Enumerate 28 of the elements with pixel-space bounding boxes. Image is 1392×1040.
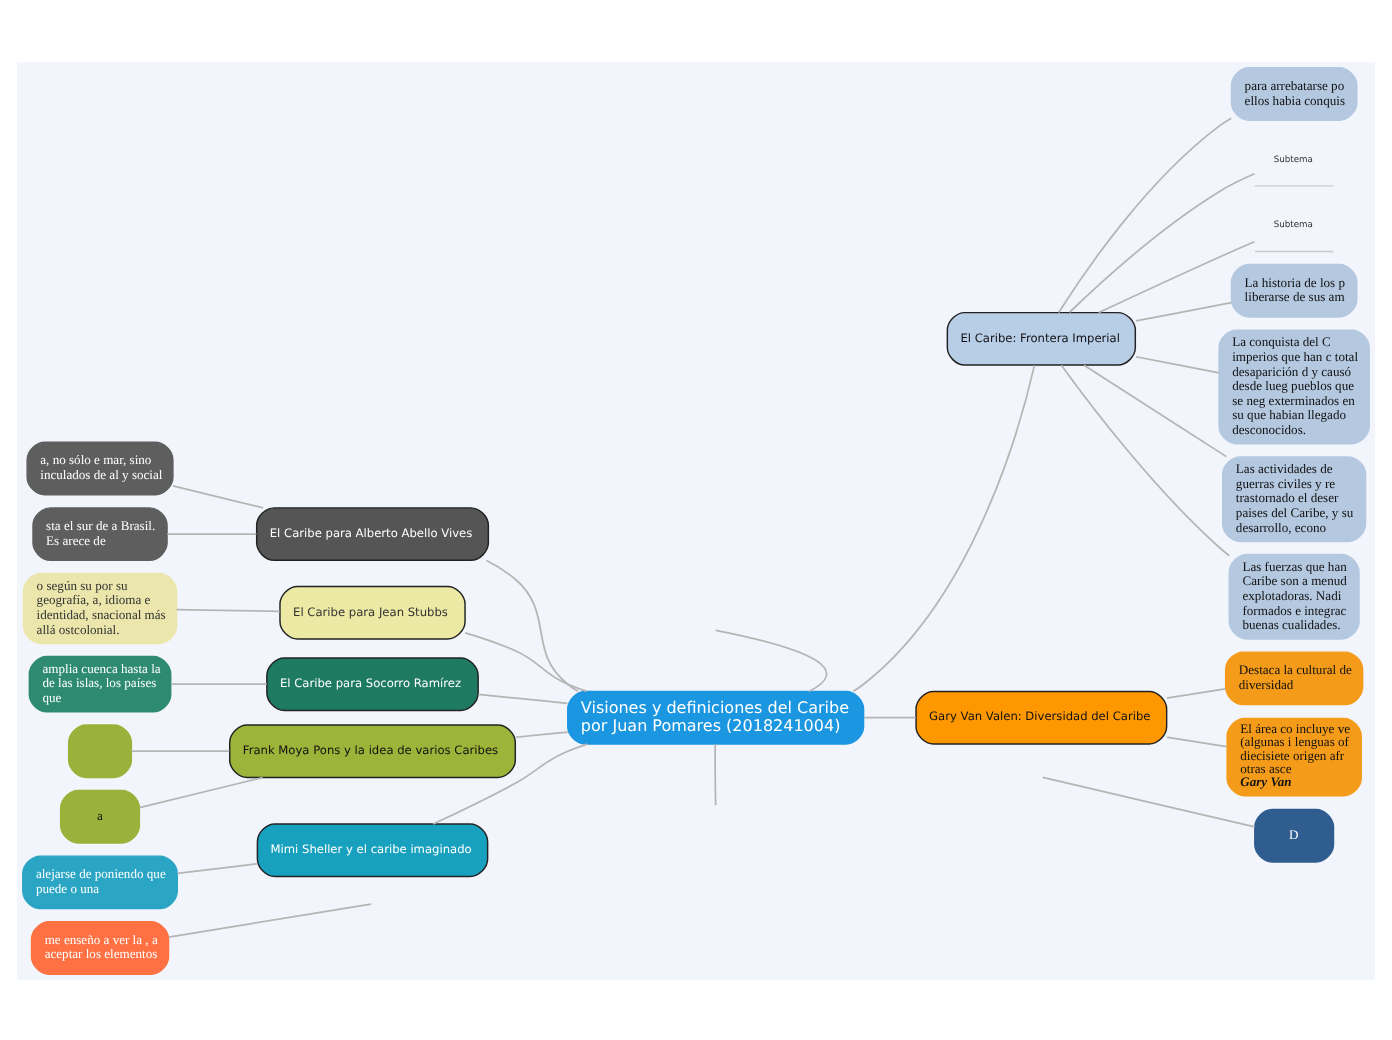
- connector: [1068, 171, 1256, 313]
- connector: [1097, 239, 1256, 313]
- connector: [714, 742, 717, 805]
- connector: [172, 484, 264, 508]
- connector: [485, 558, 579, 692]
- connector: [167, 902, 372, 937]
- connector: [176, 862, 258, 874]
- connector: [1060, 363, 1231, 556]
- connector: [714, 628, 828, 692]
- connector: [464, 630, 588, 692]
- connector: [1041, 775, 1256, 827]
- connector: [1134, 300, 1233, 321]
- connector: [130, 749, 231, 752]
- connector: [1166, 735, 1228, 747]
- connector: [1057, 116, 1233, 313]
- connector: [514, 730, 569, 738]
- connector: [175, 607, 281, 612]
- connector: [863, 715, 917, 718]
- connector: [1083, 363, 1228, 457]
- connector: [138, 775, 264, 808]
- connector: [477, 692, 569, 704]
- node-box: [67, 723, 133, 778]
- connector: [1134, 354, 1220, 373]
- connector: [170, 682, 268, 685]
- connector: [432, 742, 589, 824]
- connector: [1166, 687, 1227, 699]
- connector: [166, 532, 258, 534]
- connector: [852, 363, 1036, 692]
